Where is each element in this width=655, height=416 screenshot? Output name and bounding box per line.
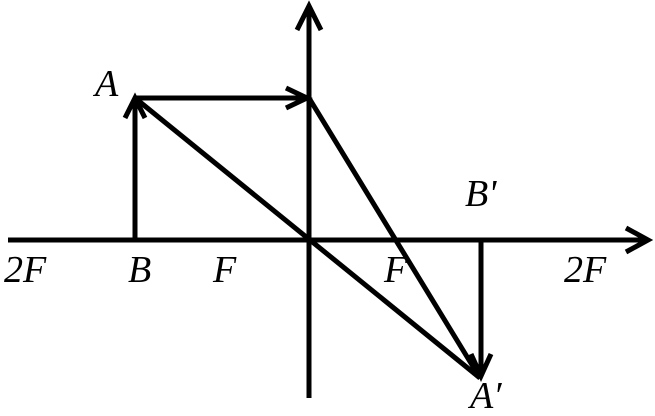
label-image-a: A′ <box>467 375 502 416</box>
object-arrow <box>122 92 148 240</box>
label-image-b: B' <box>465 173 497 215</box>
image-arrow <box>468 240 494 383</box>
label-double-focal-left: 2F <box>4 249 47 291</box>
label-double-focal-right: 2F <box>564 249 607 291</box>
label-point-a: A <box>92 63 119 105</box>
label-focal-right: F <box>383 249 408 291</box>
lens-line <box>294 0 324 398</box>
parallel-ray <box>135 85 313 111</box>
principal-axis <box>8 225 654 255</box>
center-ray <box>133 96 482 380</box>
label-point-b: B <box>128 249 151 291</box>
label-focal-left: F <box>212 249 237 291</box>
refracted-ray <box>306 96 483 380</box>
